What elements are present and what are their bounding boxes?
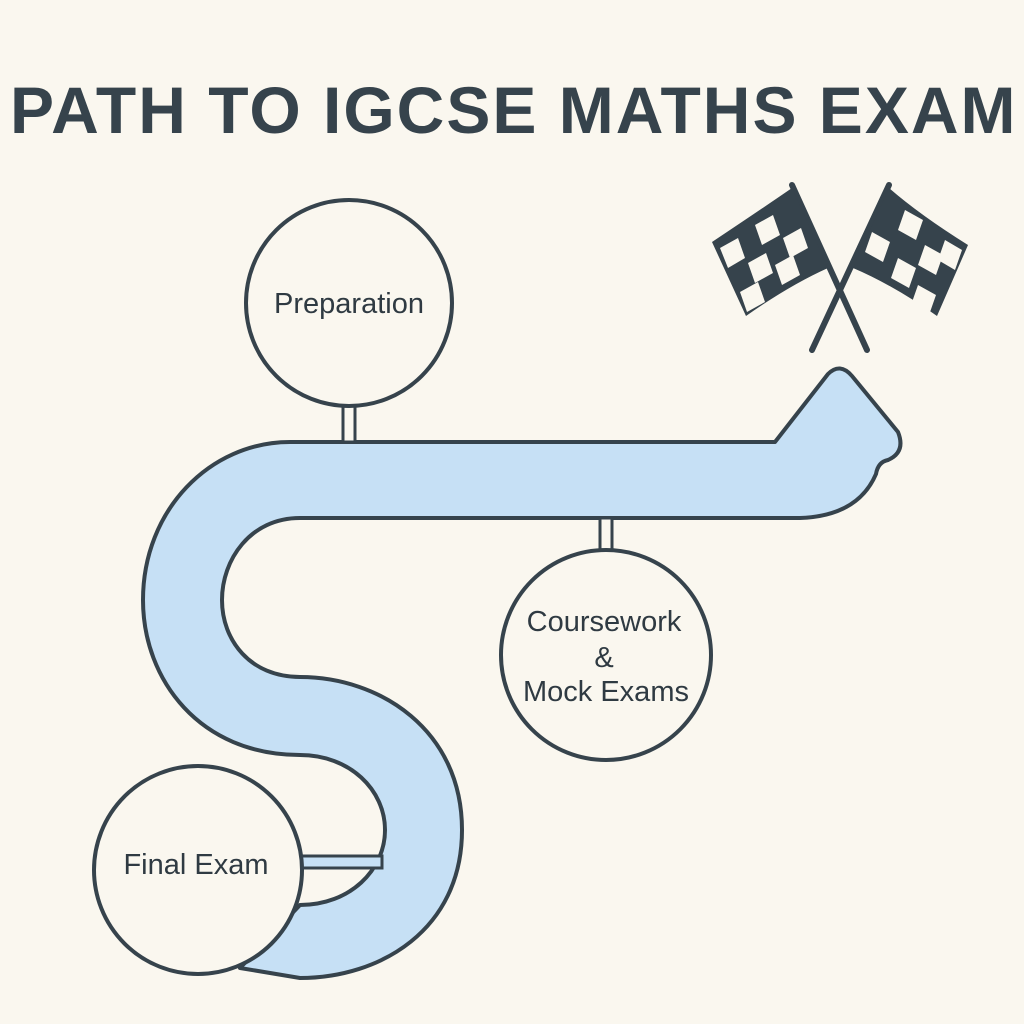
road-path bbox=[141, 366, 903, 980]
stage-label-mock-exams: Mock Exams bbox=[523, 676, 689, 708]
stage-label-coursework: Coursework bbox=[527, 606, 682, 638]
checkered-flags-icon bbox=[712, 182, 968, 353]
stage-label-ampersand: & bbox=[594, 642, 613, 674]
connector-preparation bbox=[341, 403, 357, 444]
stage-circle-preparation bbox=[244, 198, 454, 408]
stage-label-preparation: Preparation bbox=[274, 288, 424, 320]
stage-circle-coursework bbox=[499, 548, 713, 762]
stage-circle-final-exam bbox=[92, 764, 304, 976]
page-title: PATH TO IGCSE MATHS EXAM bbox=[10, 73, 1018, 147]
connector-coursework bbox=[598, 516, 614, 554]
connector-final bbox=[298, 854, 384, 870]
stage-label-final-exam: Final Exam bbox=[123, 849, 268, 881]
